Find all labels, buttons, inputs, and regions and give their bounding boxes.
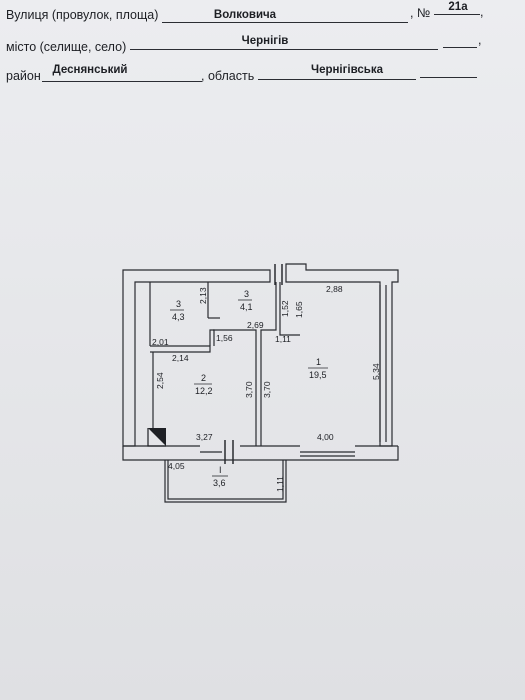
dim-2-13: 2,13 bbox=[198, 287, 208, 304]
room-2-area: 12,2 bbox=[195, 386, 213, 396]
dim-1-11b: 1,11 bbox=[275, 476, 285, 492]
wall-bottom bbox=[122, 446, 399, 461]
street-value: Волковича bbox=[213, 9, 277, 21]
region-underline-2 bbox=[420, 77, 477, 78]
street-underline bbox=[162, 22, 408, 23]
dim-5-34: 5,34 bbox=[371, 363, 381, 380]
room-2-number: 2 bbox=[201, 373, 206, 383]
room-1-area: 19,5 bbox=[309, 370, 327, 380]
city-underline-2 bbox=[443, 47, 477, 48]
room-1-number: 1 bbox=[316, 357, 321, 367]
dim-2-69: 2,69 bbox=[247, 320, 264, 330]
number-label: , № bbox=[410, 6, 431, 20]
number-underline bbox=[434, 14, 480, 15]
room-3a-number: 3 bbox=[176, 299, 181, 309]
dim-3-70b: 3,70 bbox=[262, 381, 272, 398]
dim-4-05: 4,05 bbox=[168, 461, 185, 471]
dim-3-70a: 3,70 bbox=[244, 381, 254, 398]
street-label: Вулиця (провулок, площа) bbox=[6, 8, 159, 22]
dim-2-88: 2,88 bbox=[326, 284, 343, 294]
number-comma: , bbox=[480, 5, 484, 19]
dim-2-14: 2,14 bbox=[172, 353, 189, 363]
district-underline bbox=[42, 81, 202, 82]
city-comma: , bbox=[478, 33, 482, 47]
city-value: Чернігів bbox=[241, 35, 289, 47]
balcony-area: 3,6 bbox=[213, 478, 226, 488]
column-mark bbox=[148, 428, 166, 446]
wall-top-right bbox=[285, 263, 399, 447]
dim-1-56: 1,56 bbox=[216, 333, 233, 343]
dim-1-11a: 1,11 bbox=[275, 334, 291, 344]
dim-2-01: 2,01 bbox=[152, 337, 169, 347]
dim-1-65: 1,65 bbox=[294, 301, 304, 318]
city-label: місто (селище, село) bbox=[6, 40, 127, 54]
region-value: Чернігівська bbox=[310, 64, 384, 76]
region-underline bbox=[258, 79, 416, 80]
district-label: район bbox=[6, 69, 41, 83]
dim-4-00: 4,00 bbox=[317, 432, 334, 442]
dim-1-52: 1,52 bbox=[280, 300, 290, 317]
room-3b-number: 3 bbox=[244, 289, 249, 299]
district-value: Деснянський bbox=[52, 64, 128, 76]
dim-3-27: 3,27 bbox=[196, 432, 213, 442]
number-value: 21а bbox=[448, 1, 468, 13]
city-underline bbox=[130, 49, 438, 50]
balcony-number: I bbox=[219, 465, 222, 475]
dim-2-54: 2,54 bbox=[155, 372, 165, 389]
room-3b-area: 4,1 bbox=[240, 302, 253, 312]
region-label: , область bbox=[201, 69, 255, 83]
room-3a-area: 4,3 bbox=[172, 312, 185, 322]
